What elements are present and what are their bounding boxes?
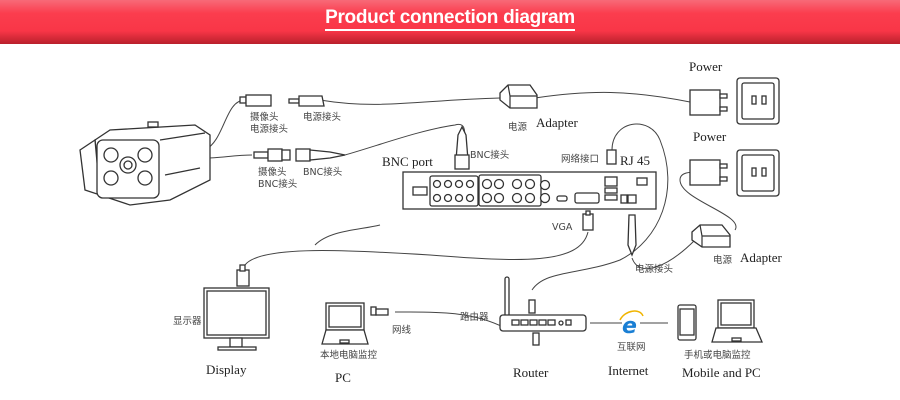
adapter-bottom-label-en: Adapter	[740, 250, 783, 265]
bnc-jack-label: BNC接头	[303, 166, 342, 178]
internet-label-cn: 互联网	[617, 342, 646, 353]
mobile-phone	[677, 304, 697, 341]
internet-label-en: Internet	[608, 363, 649, 378]
vga-cable-to-display	[244, 231, 589, 266]
pc-label-cn: 本地电脑监控	[320, 349, 378, 361]
rj45-label: RJ 45	[620, 153, 650, 168]
adapter-bottom-label-cn: 电源	[713, 254, 733, 266]
loop-cable	[314, 224, 381, 246]
dvr-power-connector	[627, 214, 637, 257]
dvr-bnc-connector-label: BNC接头	[470, 149, 509, 161]
bnc-cable-to-dvr	[344, 123, 466, 156]
display-label-cn: 显示器	[173, 316, 202, 327]
power-cable-to-adapter	[319, 97, 501, 105]
router-label-cn: 路由器	[460, 311, 489, 323]
adapter-to-power-cable	[534, 91, 691, 103]
router-to-pc-cable	[394, 311, 506, 329]
vga-connector-dvr	[582, 210, 594, 231]
adapter-top-label-cn: 电源	[508, 121, 528, 133]
page-title: Product connection diagram	[0, 7, 900, 31]
camera-power-plug-label-2: 电源接头	[250, 123, 288, 135]
rj45-cable-to-router	[531, 123, 669, 291]
power-jack-label: 电源接头	[303, 111, 341, 123]
bullet-camera	[79, 121, 211, 206]
power-plug-bottom	[689, 159, 728, 186]
dvr-bnc-connector	[454, 125, 470, 170]
camera-bnc-cable	[204, 154, 253, 159]
display-label-en: Display	[206, 362, 247, 377]
bnc-port-label: BNC port	[382, 154, 433, 169]
svg-text:e: e	[622, 314, 637, 339]
vga-connector-display	[236, 264, 250, 287]
wall-outlet-bottom	[736, 149, 780, 197]
power-bottom-label: Power	[693, 129, 727, 144]
display-monitor	[203, 287, 270, 351]
pc-label-en: PC	[335, 370, 351, 385]
adapter-top-label-en: Adapter	[536, 115, 579, 130]
pc-laptop	[321, 302, 369, 345]
adapter-top	[499, 84, 538, 109]
power-jack	[288, 95, 325, 107]
camera-power-plug	[239, 94, 272, 107]
wall-outlet-top	[736, 77, 780, 125]
router	[499, 276, 587, 346]
header-banner: Product connection diagram	[0, 0, 900, 44]
remote-laptop	[711, 299, 763, 343]
power-top-label: Power	[689, 59, 723, 74]
camera-bnc-plug-label-2: BNC接头	[258, 178, 297, 190]
camera-power-cable	[204, 99, 246, 151]
dvr-power-connector-label: 电源接头	[635, 263, 673, 275]
network-cable-plug	[370, 306, 389, 316]
camera-bnc-plug-label-1: 摄像头	[258, 166, 287, 178]
mobile-pc-label-en: Mobile and PC	[682, 365, 761, 380]
bnc-jack	[295, 148, 346, 162]
vga-label: VGA	[552, 222, 573, 233]
network-cable-label: 网线	[392, 324, 412, 336]
rj45-connector	[606, 149, 617, 165]
dvr-recorder	[402, 171, 657, 210]
camera-bnc-plug	[253, 148, 291, 162]
internet-explorer-icon: e	[619, 310, 644, 339]
mobile-pc-label-cn: 手机或电脑监控	[684, 349, 751, 361]
router-label-en: Router	[513, 365, 549, 380]
network-port-label: 网络接口	[561, 153, 599, 165]
dvr-power-cable	[631, 239, 696, 270]
adapter-bottom	[691, 224, 731, 248]
camera-power-plug-label-1: 摄像头	[250, 111, 279, 123]
power-plug-top	[689, 89, 728, 116]
